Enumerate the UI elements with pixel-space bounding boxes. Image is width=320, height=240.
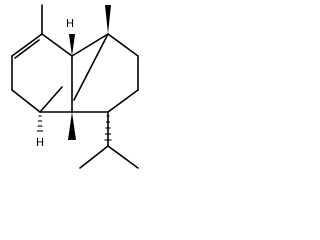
hashed-bond-c3-h [37, 115, 43, 132]
bond-c6-c7 [41, 33, 73, 57]
hydrogen-label-top: H [66, 17, 74, 30]
bond-c7-c1 [71, 33, 109, 57]
bond-isopropyl-me1 [79, 145, 109, 169]
bond-bridge-c3 [39, 86, 63, 113]
bond-c6-c5-double [14, 39, 40, 59]
bond-isopropyl-me2 [107, 145, 139, 169]
bond-c4-c3 [11, 89, 41, 113]
wedge-bond-c7-h [69, 34, 75, 56]
wedge-bond-c8-h [68, 112, 76, 140]
bond-bridge-c1 [73, 33, 109, 101]
wedge-bond-c1-methyl [105, 5, 111, 34]
hashed-bond-c4r-isopropyl [104, 115, 112, 141]
bond-c1-c2 [107, 33, 139, 57]
tricyclic-sesquiterpene-skeletal-structure: H H [11, 4, 139, 169]
hydrogen-label-bottom: H [36, 136, 44, 149]
bond-c6-c5 [11, 33, 43, 57]
bond-c3r-c4r [107, 89, 139, 113]
